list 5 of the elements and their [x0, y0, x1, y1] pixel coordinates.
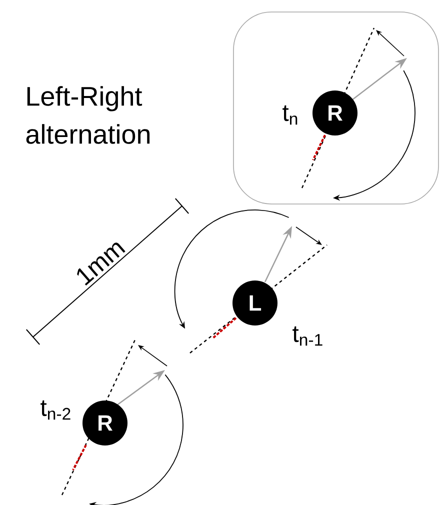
time-label: t$_{n-2}$ [40, 400, 70, 420]
time-label: t$_{n-1}$ [292, 326, 322, 346]
time-label: t$_{n}$ [282, 105, 298, 125]
rounded-frame [233, 12, 439, 204]
heading-text: Left-Right alternation [26, 86, 150, 144]
